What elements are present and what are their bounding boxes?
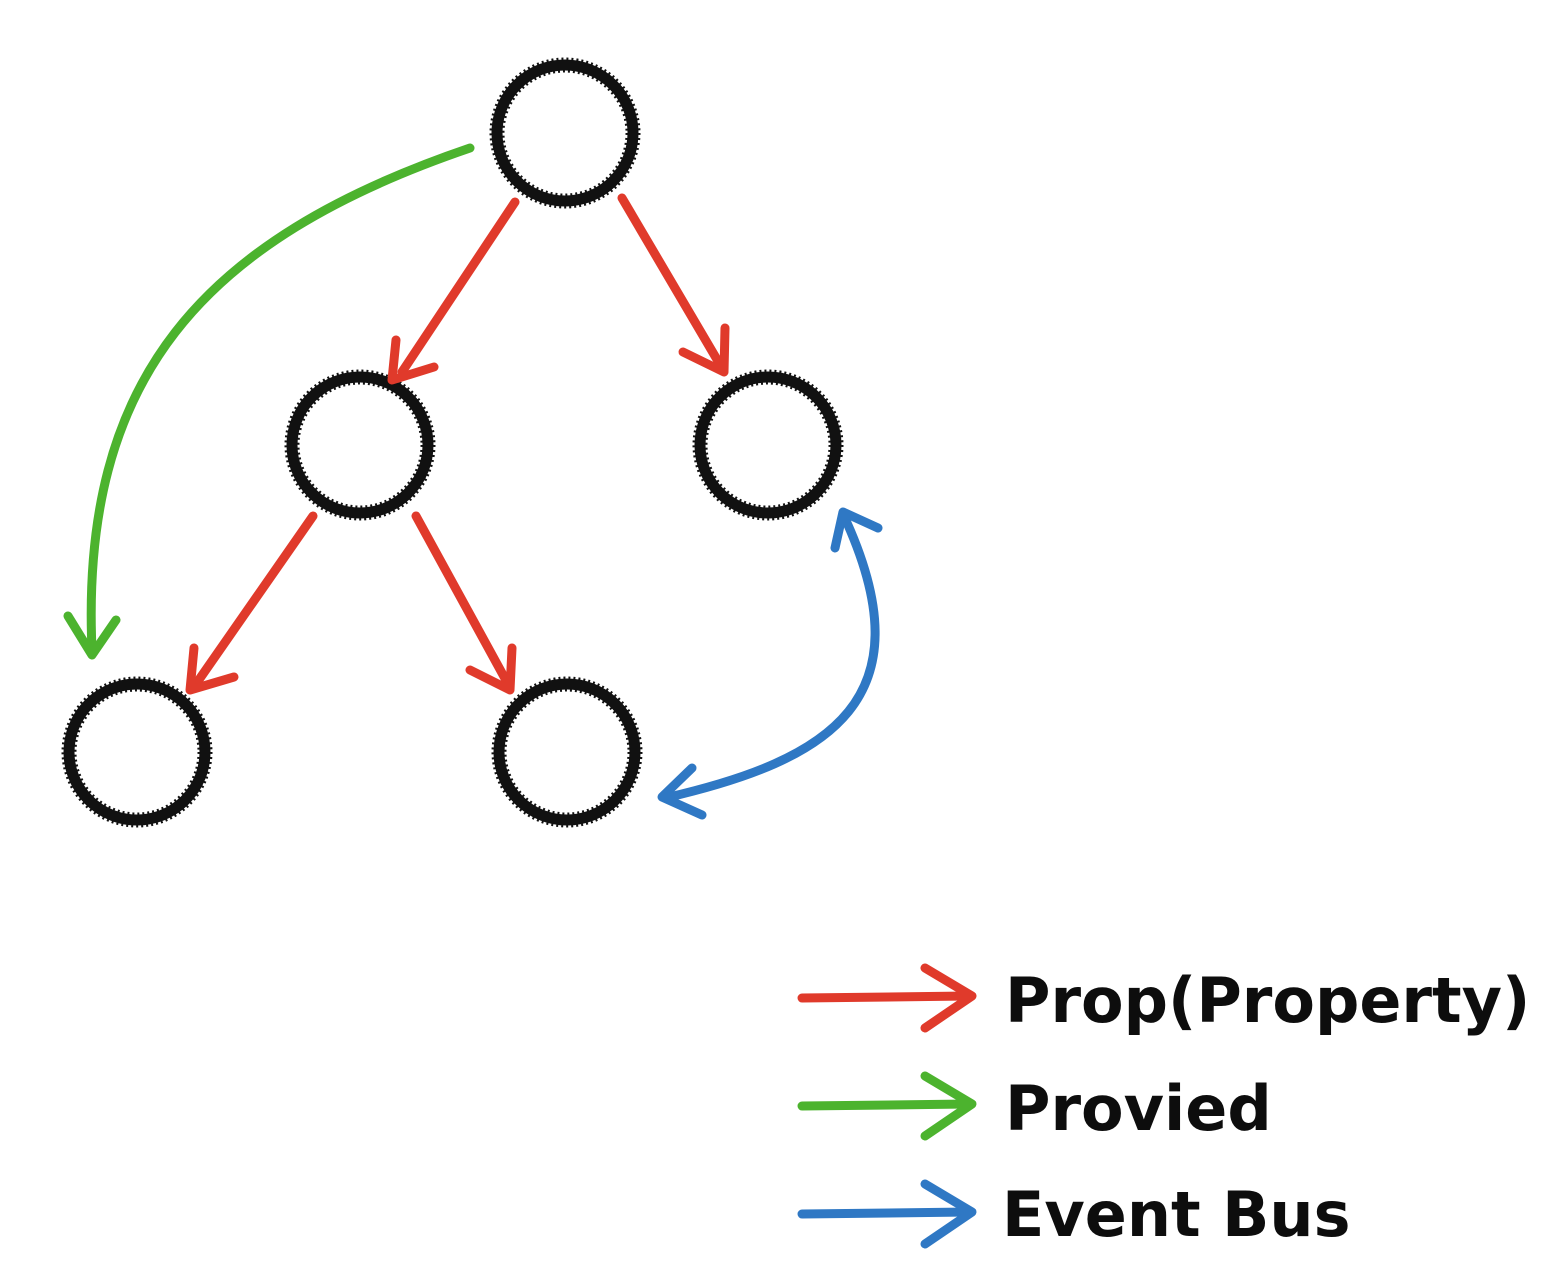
node-mid-left <box>284 369 436 521</box>
node-mid-right <box>692 369 844 521</box>
legend-event-bus-arrow-icon <box>797 1179 977 1249</box>
legend-item-prop: Prop(Property) <box>797 963 1530 1037</box>
legend-provide-arrow-icon <box>797 1071 977 1141</box>
legend-prop-arrow-icon <box>797 963 977 1033</box>
legend-prop-label: Prop(Property) <box>1005 964 1530 1037</box>
legend-event-bus-label: Event Bus <box>1002 1178 1350 1251</box>
edge-root-to-mid-right <box>617 193 730 377</box>
edge-root-to-bottom-left-provide <box>63 143 475 660</box>
legend-item-provide: Provied <box>797 1071 1272 1145</box>
edge-mid-left-to-bottom-middle <box>411 511 517 695</box>
edge-root-to-mid-left <box>387 197 520 385</box>
legend-provide-label: Provied <box>1005 1072 1272 1145</box>
node-bottom-left <box>61 676 213 828</box>
node-root <box>489 57 641 209</box>
legend-item-event-bus: Event Bus <box>797 1178 1350 1251</box>
node-bottom-middle <box>491 676 643 828</box>
edge-bottom-middle-mid-right-event-bus <box>657 507 883 820</box>
edge-mid-left-to-bottom-left <box>185 511 318 695</box>
legend: Prop(Property) Provied Event Bus <box>797 963 1530 1251</box>
